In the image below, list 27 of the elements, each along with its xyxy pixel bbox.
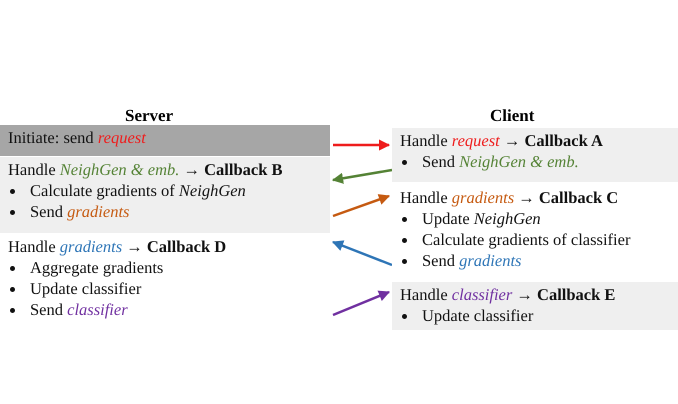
step-box: [0, 125, 330, 156]
step-item: Update NeighGen: [400, 208, 670, 229]
arrow: [332, 290, 390, 316]
step-heading: Handle gradients → Callback D: [8, 236, 228, 257]
step-item: Calculate gradients of classifier: [400, 229, 670, 250]
step-heading: Initiate: send request: [8, 127, 148, 148]
step-box: [0, 157, 330, 233]
step-item: Send gradients: [8, 201, 322, 222]
step-item: Update classifier: [400, 305, 670, 326]
column-heading: Client: [490, 106, 534, 126]
arrow: [332, 168, 392, 184]
arrow: [332, 194, 390, 218]
step-item: Send gradients: [400, 250, 670, 271]
step-heading: Handle request → Callback A: [400, 130, 604, 151]
step-item: Update classifier: [8, 278, 322, 299]
column-heading: Server: [125, 106, 174, 126]
step-item: Aggregate gradients: [8, 257, 322, 278]
arrow: [332, 240, 392, 266]
step-item: Calculate gradients of NeighGen: [8, 180, 322, 201]
step-heading: Handle NeighGen & emb. → Callback B: [8, 159, 284, 180]
step-heading: Handle classifier → Callback E: [400, 284, 616, 305]
step-box: [392, 128, 678, 182]
step-heading: Handle gradients → Callback C: [400, 187, 620, 208]
step-item: Send NeighGen & emb.: [400, 151, 670, 172]
step-item: Send classifier: [8, 299, 322, 320]
arrow: [333, 139, 390, 151]
step-box: [392, 282, 678, 330]
